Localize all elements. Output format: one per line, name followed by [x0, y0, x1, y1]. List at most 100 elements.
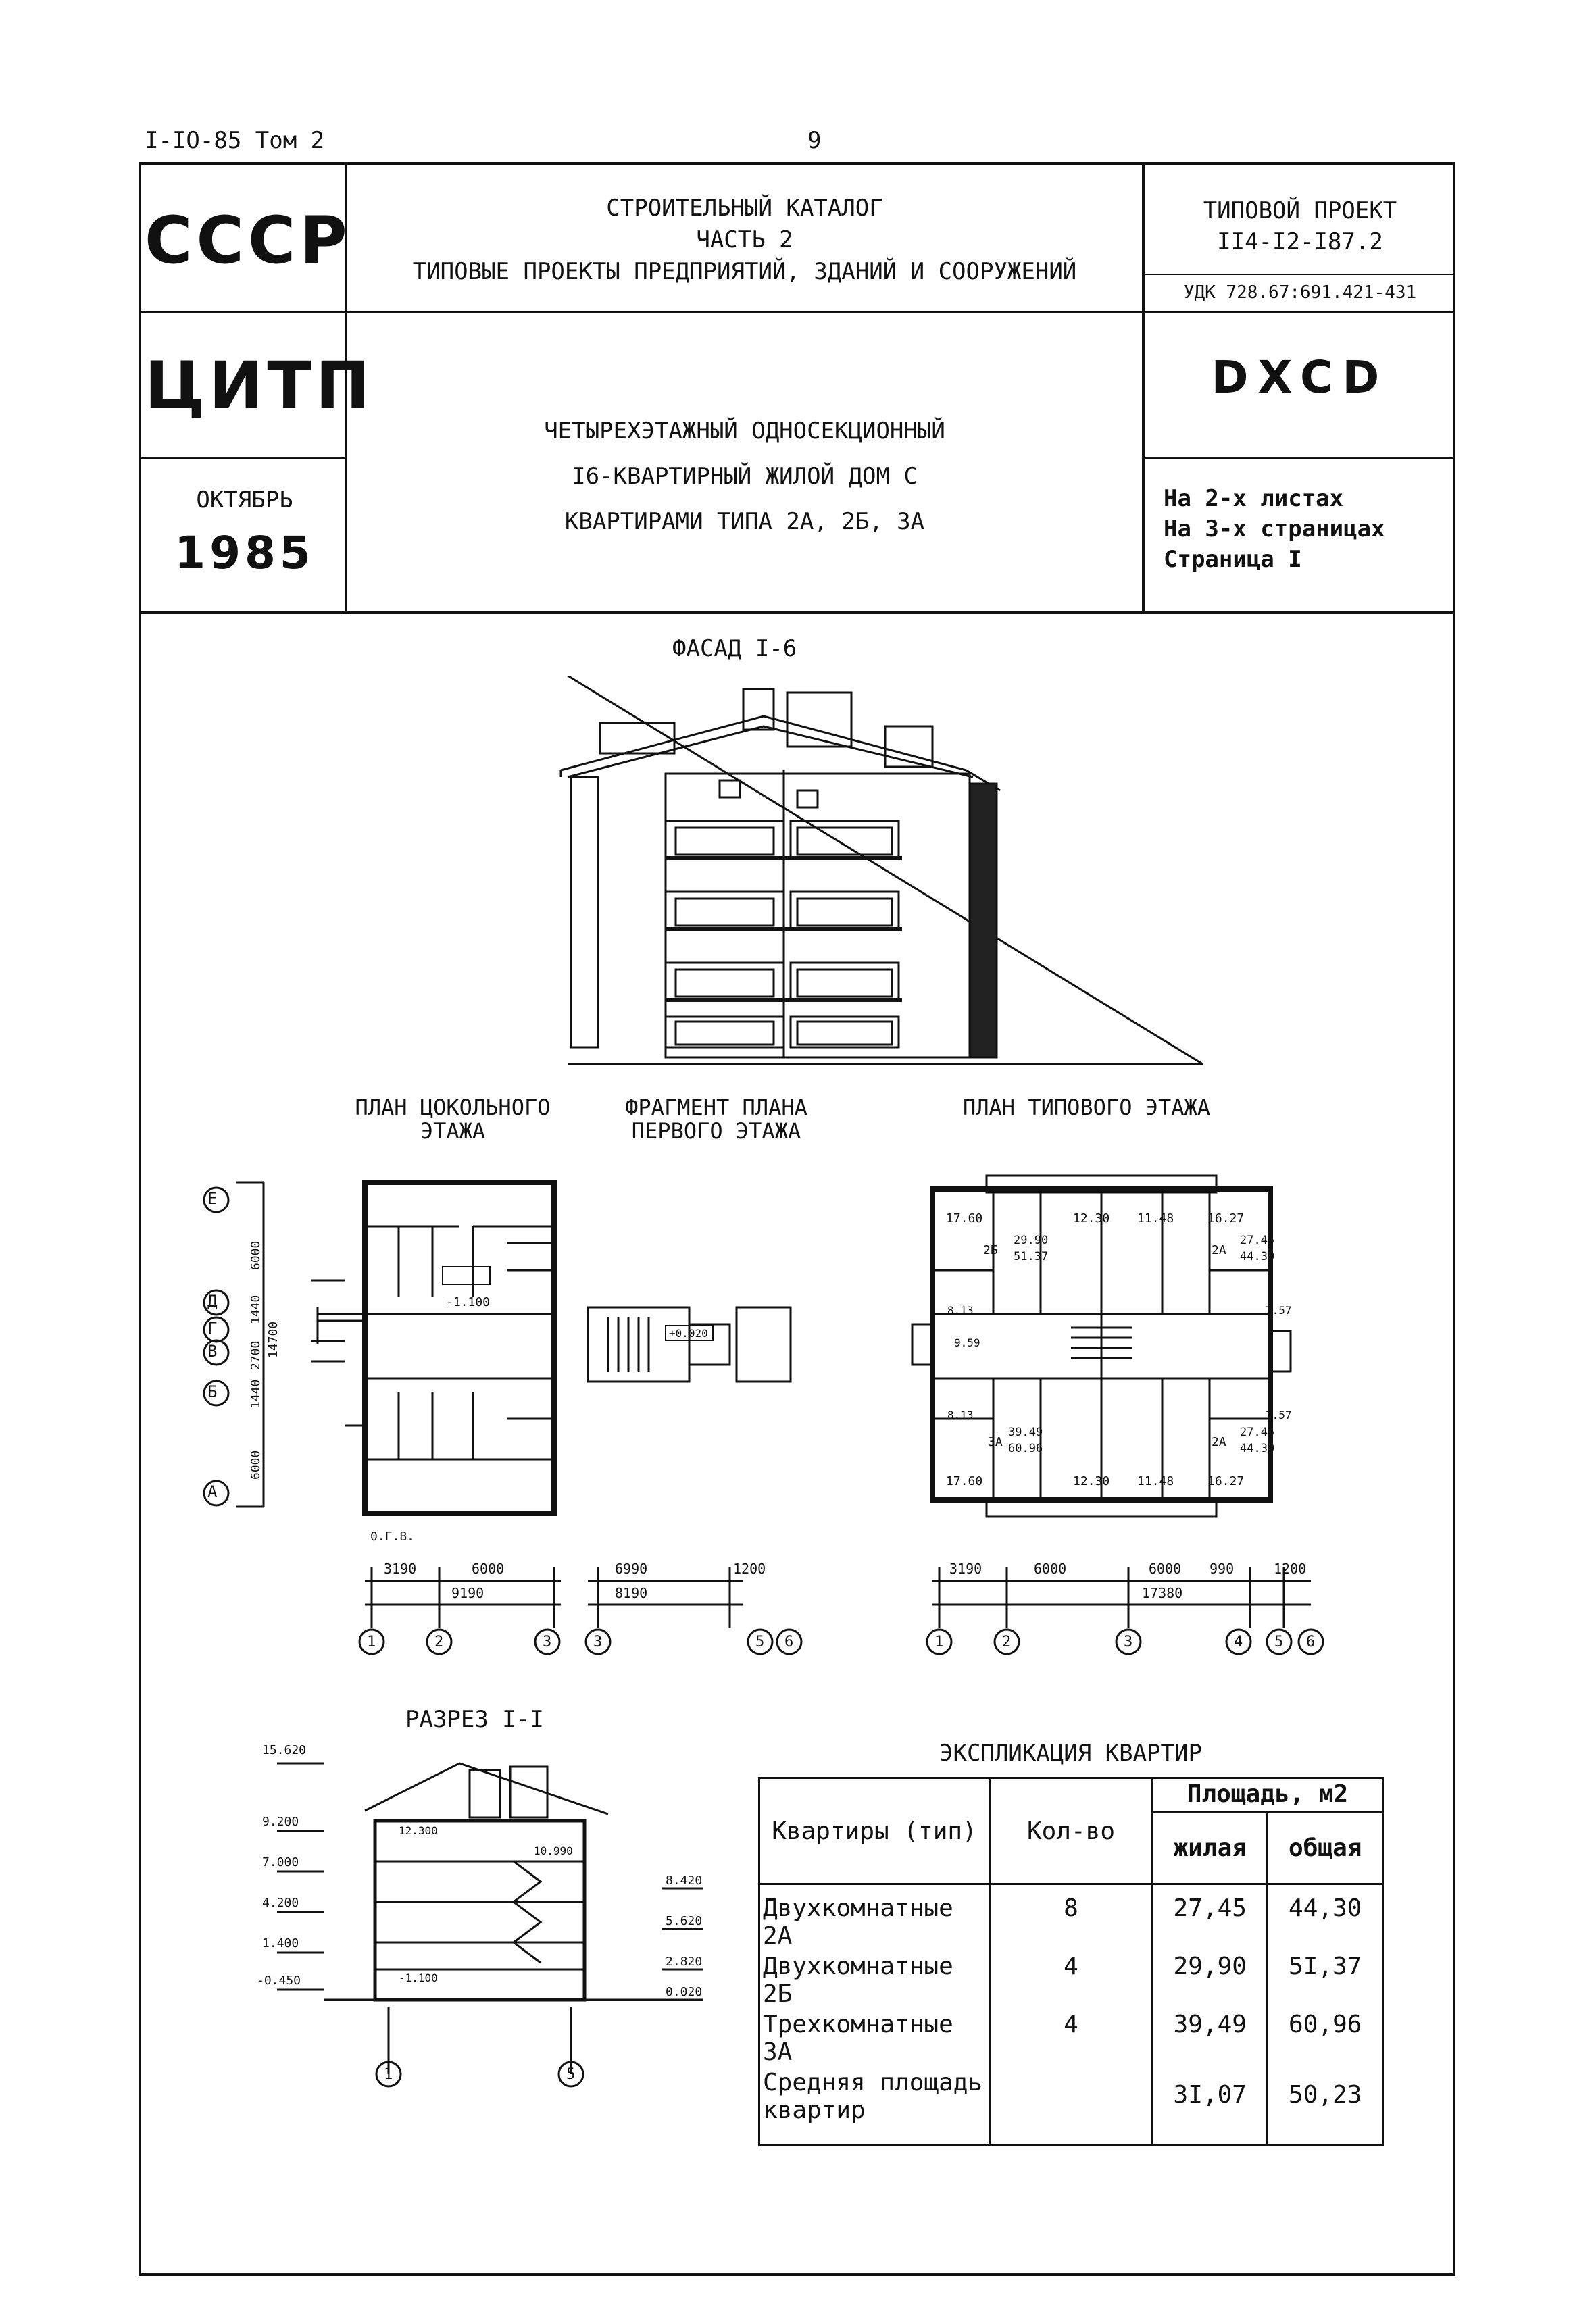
- room-area-bottom-2: 12.30: [1073, 1474, 1110, 1488]
- facade-drawing: [559, 676, 1203, 1065]
- small-area-5: 7.57: [1266, 1409, 1292, 1422]
- apartment-type-3a: 3А: [988, 1435, 1003, 1449]
- apartment-2b-total: 51.37: [1014, 1250, 1049, 1263]
- row-count: 4: [989, 2009, 1153, 2067]
- room-area-bottom-4: 16.27: [1207, 1474, 1245, 1488]
- apartment-type-2b: 2Б: [983, 1243, 998, 1257]
- vdim-6000-bottom: 6000: [249, 1450, 263, 1480]
- section-level-right-3: 2.820: [666, 1955, 703, 1969]
- row-total: 50,23: [1266, 2067, 1384, 2146]
- row-total: 44,30: [1266, 1884, 1384, 1951]
- section-level-left-4: 4.200: [262, 1896, 299, 1910]
- country-label: СССР: [145, 203, 351, 278]
- room-area-bottom-3: 11.48: [1137, 1474, 1174, 1488]
- plan1-axis-3: 3: [543, 1634, 552, 1651]
- vdim-1440-top: 1440: [249, 1294, 263, 1324]
- room-area-top-1: 17.60: [946, 1211, 983, 1226]
- document-code: DXCD: [1211, 351, 1389, 403]
- project-title-line-3: КВАРТИРАМИ ТИПА 2А, 2Б, 3А: [564, 508, 925, 535]
- plan-dimension-lines: [358, 1567, 1324, 1655]
- apartment-2b-living: 29.90: [1014, 1234, 1049, 1247]
- header-apartments: Квартиры (тип): [758, 1777, 991, 1885]
- row-count: 8: [989, 1884, 1153, 1951]
- stamp-row-rule-1: [139, 311, 1455, 313]
- plan1-dim-1: 3190: [384, 1561, 417, 1577]
- year-label: 1985: [174, 527, 315, 579]
- plan2-dim-1: 6990: [615, 1561, 648, 1577]
- row-name: Двухкомнатные 2Б: [758, 1951, 991, 2009]
- plan1-dim-2: 6000: [472, 1561, 505, 1577]
- explication-title: ЭКСПЛИКАЦИЯ КВАРТИР: [939, 1740, 1202, 1767]
- stamp-divider-left: [345, 162, 347, 613]
- sheets-line-3: Страница I: [1164, 546, 1302, 573]
- sheets-line-2: На 3-х страницах: [1164, 515, 1385, 543]
- typical-floor-plan-drawing: [911, 1174, 1292, 1518]
- project-title-line-2: I6-КВАРТИРНЫЙ ЖИЛОЙ ДОМ С: [572, 463, 918, 490]
- plan1-axis-2: 2: [434, 1634, 444, 1651]
- table-row: Средняя площадь квартир 3I,07 50,23: [758, 2067, 1384, 2146]
- section-drawing: [277, 1762, 703, 2088]
- section-level-left-6: -0.450: [257, 1973, 301, 1988]
- apartment-2a-top-living: 27.45: [1240, 1234, 1275, 1247]
- small-area-2: 9.59: [954, 1336, 980, 1349]
- plan3-axis-2: 2: [1002, 1634, 1012, 1651]
- row-name: Средняя площадь квартир: [758, 2067, 991, 2146]
- section-level-right-1: 8.420: [666, 1873, 703, 1888]
- section-level-roof: 15.620: [262, 1743, 307, 1757]
- udk-code: УДК 728.67:691.421-431: [1183, 282, 1417, 303]
- plan2-dim-2: 1200: [733, 1561, 766, 1577]
- axis-label-a: А: [207, 1482, 218, 1501]
- table-row: Двухкомнатные 2А 8 27,45 44,30: [758, 1884, 1384, 1951]
- axis-label-b: Б: [207, 1382, 218, 1401]
- axis-label-d: Д: [207, 1292, 218, 1311]
- basement-level-mark: -1.100: [446, 1295, 491, 1309]
- section-level-right-4: 0.020: [666, 1985, 703, 1999]
- plan2-axis-3: 3: [593, 1634, 603, 1651]
- row-living: 39,49: [1151, 2009, 1269, 2067]
- plan3-dim-5: 1200: [1274, 1561, 1307, 1577]
- apartment-2a-bottom-living: 27.45: [1240, 1426, 1275, 1439]
- apartment-2a-top-total: 44.30: [1240, 1250, 1275, 1263]
- section-level-left-5: 1.400: [262, 1936, 299, 1951]
- apartment-3a-total: 60.96: [1008, 1442, 1043, 1455]
- page-frame: [139, 162, 1455, 2276]
- document-reference: I-IO-85 Том 2: [145, 127, 325, 154]
- row-total: 60,96: [1266, 2009, 1384, 2067]
- stamp-udk-rule: [1142, 274, 1455, 275]
- fragment-plan-drawing: [587, 1306, 792, 1383]
- apartment-2a-bottom-total: 44.30: [1240, 1442, 1275, 1455]
- vdim-6000-top: 6000: [249, 1240, 263, 1270]
- section-title: РАЗРЕЗ I-I: [405, 1706, 544, 1733]
- header-count: Кол-во: [989, 1777, 1153, 1885]
- row-name: Трехкомнатные 3А: [758, 2009, 991, 2067]
- row-count: 4: [989, 1951, 1153, 2009]
- plan3-axis-5: 5: [1274, 1634, 1284, 1651]
- catalog-line-1: СТРОИТЕЛЬНЫЙ КАТАЛОГ: [606, 195, 883, 222]
- section-inner-mark-3: -1.100: [399, 1971, 438, 1984]
- explication-table: Квартиры (тип) Кол-во Площадь, м2 жилая …: [758, 1777, 1384, 2146]
- first-floor-level-mark: +0.020: [669, 1327, 708, 1340]
- plan3-axis-4: 4: [1234, 1634, 1243, 1651]
- row-living: 27,45: [1151, 1884, 1269, 1951]
- section-level-right-2: 5.620: [666, 1914, 703, 1928]
- room-area-top-4: 16.27: [1207, 1211, 1245, 1226]
- catalog-line-3: ТИПОВЫЕ ПРОЕКТЫ ПРЕДПРИЯТИЙ, ЗДАНИЙ И СО…: [412, 258, 1077, 285]
- plan1-axis-1: 1: [367, 1634, 376, 1651]
- plan3-dim-2: 6000: [1034, 1561, 1067, 1577]
- small-area-1: 8.13: [947, 1304, 974, 1317]
- row-living: 29,90: [1151, 1951, 1269, 2009]
- project-number: II4-I2-I87.2: [1217, 228, 1383, 255]
- apartment-3a-living: 39.49: [1008, 1426, 1043, 1439]
- plan3-dim-3: 6000: [1149, 1561, 1182, 1577]
- room-area-top-2: 12.30: [1073, 1211, 1110, 1226]
- header-living: жилая: [1151, 1811, 1269, 1885]
- room-area-top-3: 11.48: [1137, 1211, 1174, 1226]
- catalog-line-2: ЧАСТЬ 2: [696, 226, 793, 253]
- page-number: 9: [807, 127, 822, 154]
- table-row: Трехкомнатные 3А 4 39,49 60,96: [758, 2009, 1384, 2067]
- row-count: [989, 2067, 1153, 2146]
- stamp-bottom-rule: [139, 611, 1455, 614]
- section-axis-1: 1: [384, 2066, 393, 2083]
- room-area-bottom-1: 17.60: [946, 1474, 983, 1488]
- axis-label-e: Е: [207, 1189, 218, 1208]
